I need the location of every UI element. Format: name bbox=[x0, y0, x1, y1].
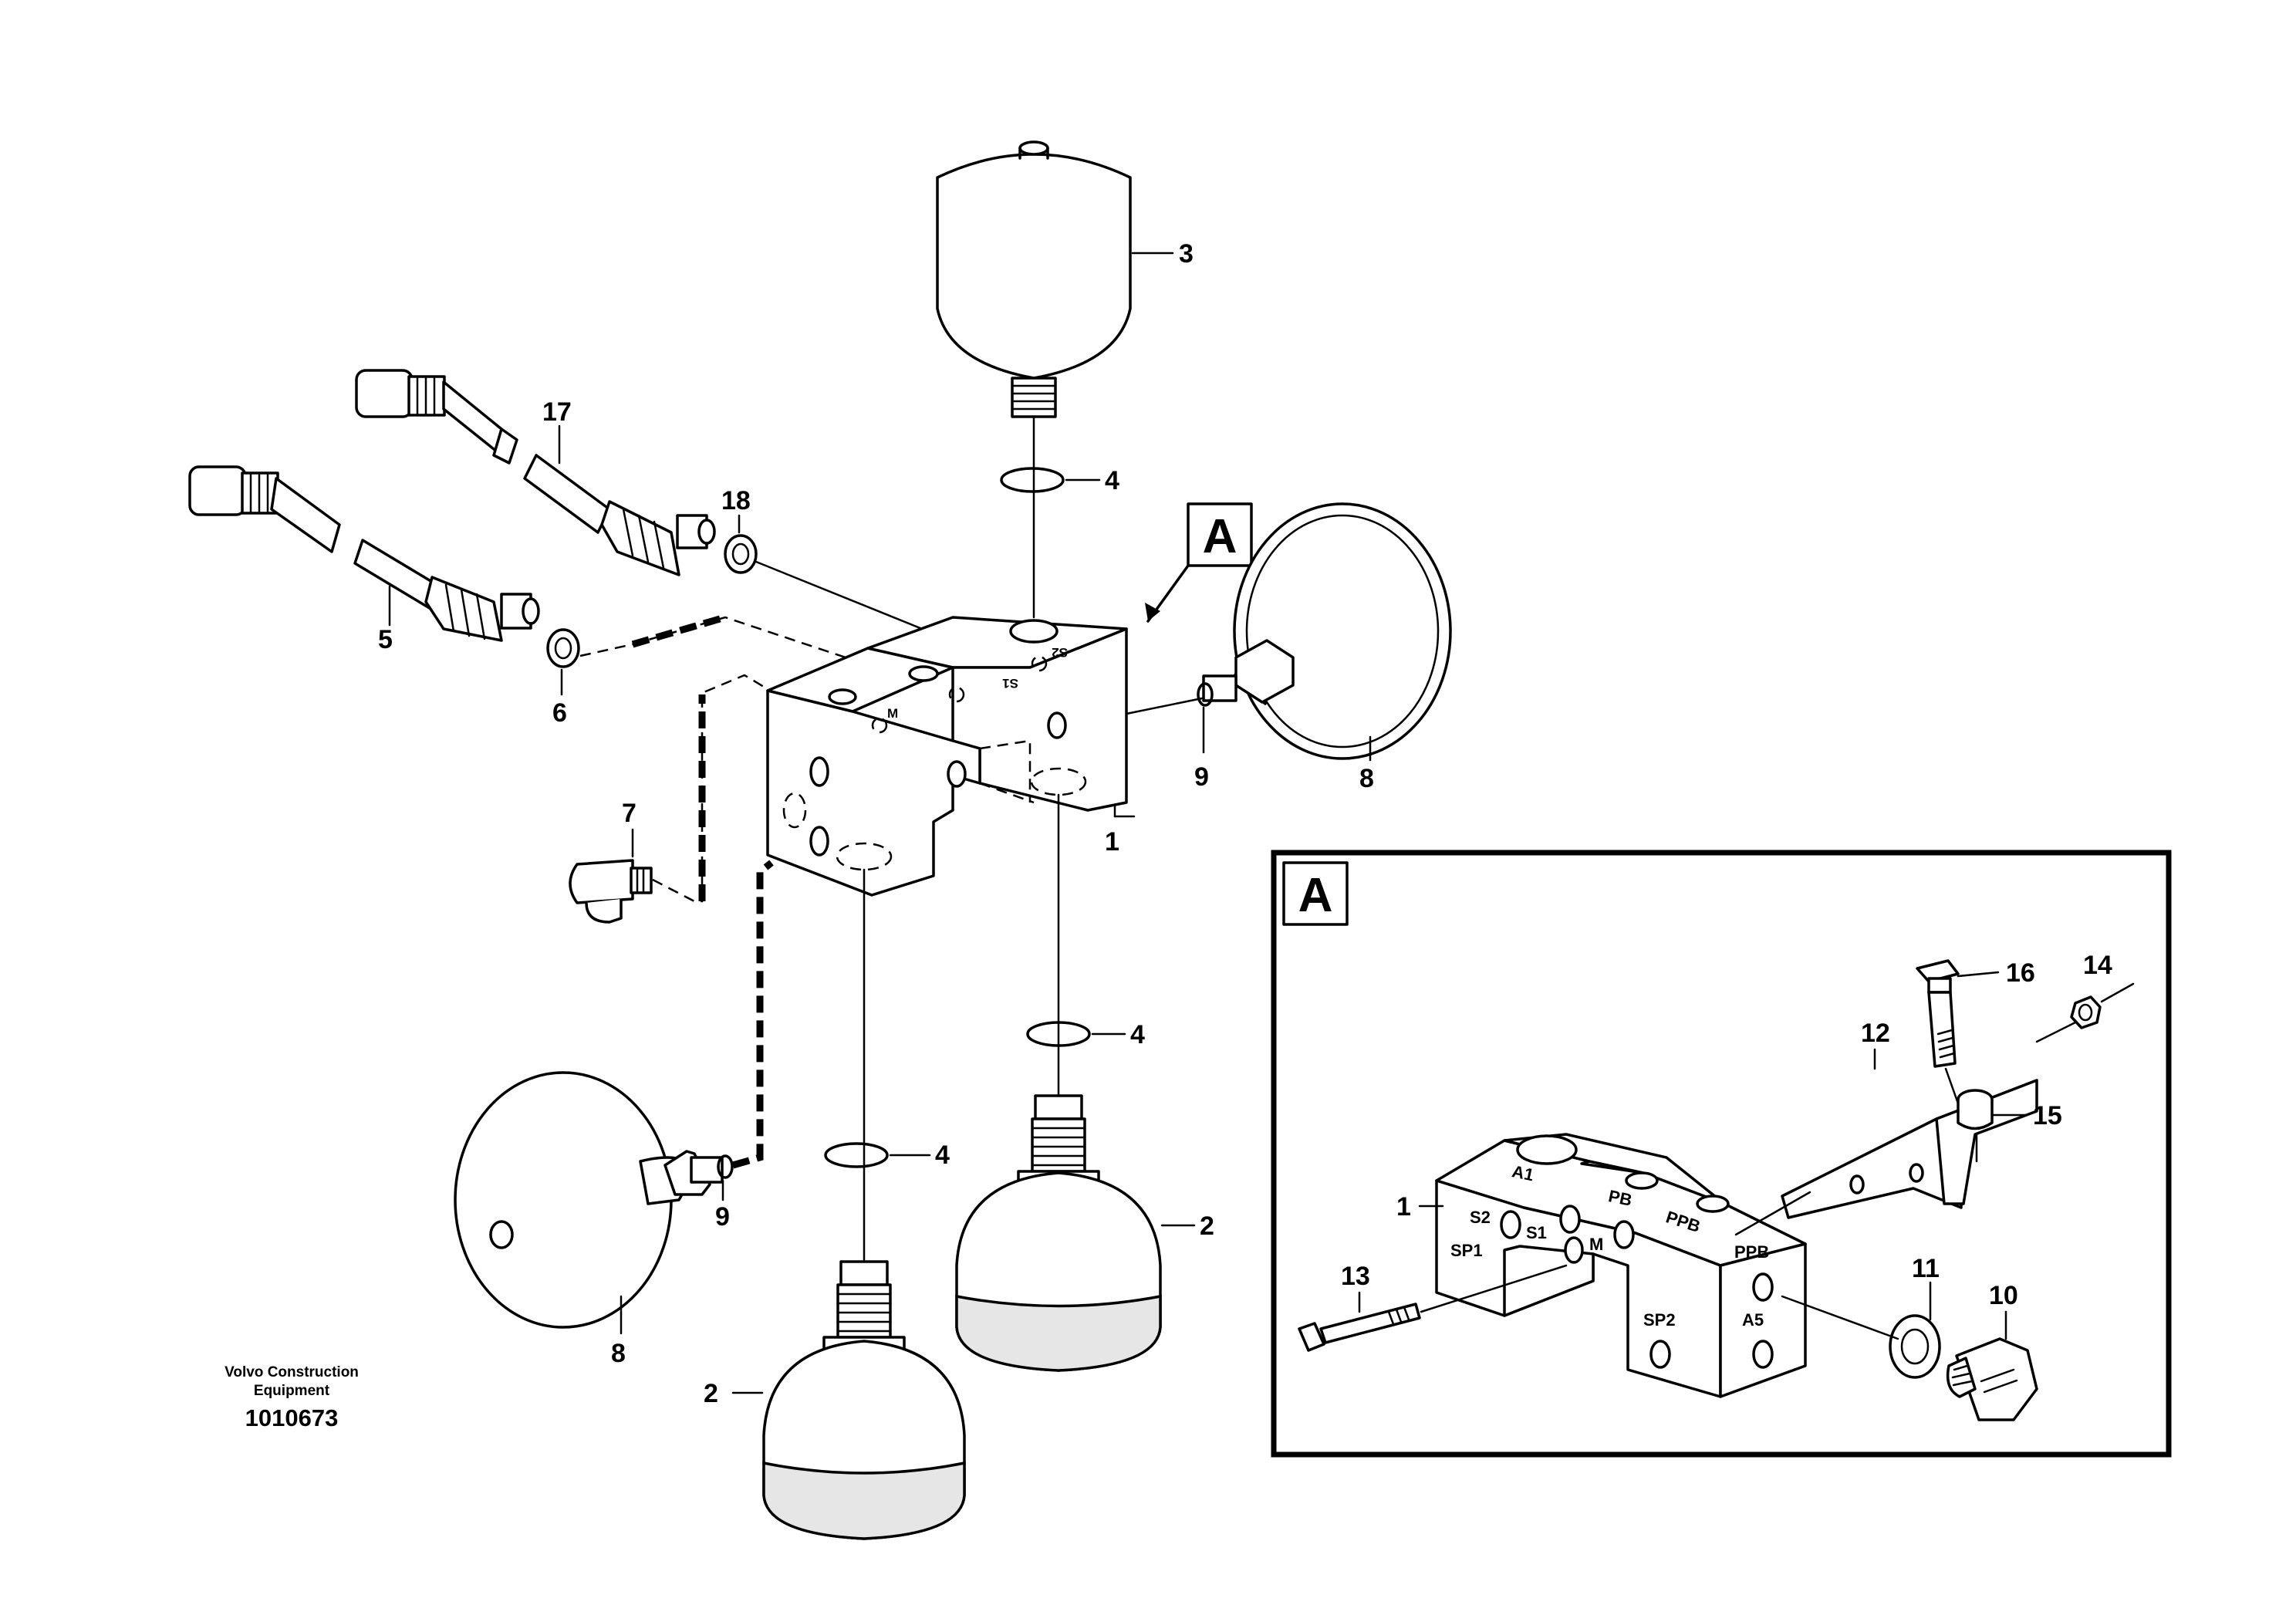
detail-label: A bbox=[1298, 869, 1333, 922]
document-number: 1010673 bbox=[245, 1404, 339, 1431]
gauge-8-right bbox=[1202, 502, 1452, 760]
detail-callout-14: 14 bbox=[2083, 951, 2112, 980]
detail-callout-10: 10 bbox=[1989, 1281, 2018, 1310]
footer-credit: Volvo Construction Equipment 1010673 bbox=[225, 1364, 359, 1431]
detail-callout-16: 16 bbox=[2006, 958, 2035, 988]
callout-17: 17 bbox=[542, 397, 572, 427]
callout-9-left: 9 bbox=[715, 1202, 730, 1232]
detail-washer-11 bbox=[1889, 1314, 1941, 1379]
callout-8-left: 8 bbox=[611, 1339, 626, 1368]
detail-port-a1: A1 bbox=[1511, 1161, 1536, 1184]
detail-port-m: M bbox=[1589, 1235, 1603, 1254]
view-a-marker: A bbox=[1145, 502, 1253, 623]
detail-callout-11: 11 bbox=[1912, 1254, 1940, 1283]
detail-port-sp1: SP1 bbox=[1450, 1241, 1483, 1260]
callout-2-left: 2 bbox=[704, 1379, 718, 1408]
callout-18: 18 bbox=[721, 486, 751, 515]
main-port-s1-label: S1 bbox=[1002, 676, 1018, 691]
credit-line-2: Equipment bbox=[254, 1383, 330, 1399]
detail-port-pb: PB bbox=[1607, 1186, 1634, 1210]
detail-port-s1: S1 bbox=[1526, 1223, 1547, 1242]
washer-6 bbox=[546, 628, 580, 668]
main-callouts: 3 4 17 18 5 6 7 9 8 1 4 4 9 2 8 2 bbox=[378, 239, 1374, 1408]
callout-4-left: 4 bbox=[935, 1140, 950, 1170]
o-ring-4-top bbox=[1000, 467, 1065, 493]
o-ring-4-left bbox=[824, 1142, 889, 1168]
callout-8-right: 8 bbox=[1359, 764, 1374, 793]
detail-port-a5: A5 bbox=[1742, 1310, 1764, 1330]
adapter-7 bbox=[569, 859, 653, 924]
detail-callout-12: 12 bbox=[1861, 1019, 1890, 1048]
gauge-8-left bbox=[454, 1071, 724, 1329]
callout-4-right: 4 bbox=[1130, 1020, 1145, 1049]
callout-6: 6 bbox=[552, 698, 567, 728]
detail-port-sp2: SP2 bbox=[1643, 1310, 1676, 1330]
detail-callouts: 1 16 14 12 15 13 11 10 bbox=[1341, 951, 2112, 1340]
callout-1: 1 bbox=[1105, 827, 1119, 857]
accumulator-3 bbox=[936, 140, 1174, 619]
accumulator-2-left bbox=[762, 1260, 966, 1540]
washer-18 bbox=[724, 534, 758, 574]
hose-5 bbox=[188, 465, 540, 642]
callout-2-right: 2 bbox=[1200, 1211, 1214, 1241]
callout-5: 5 bbox=[378, 625, 393, 654]
main-port-s2-label: S2 bbox=[1052, 645, 1068, 660]
detail-callout-13: 13 bbox=[1341, 1262, 1370, 1291]
svg-text:A: A bbox=[1203, 510, 1237, 563]
callout-4-top: 4 bbox=[1105, 466, 1119, 495]
hose-17 bbox=[355, 369, 716, 576]
detail-view-a: A A1 S2 S1 M PB PPB SP1 PPB SP2 A5 bbox=[1271, 850, 2172, 1458]
callout-9-right: 9 bbox=[1194, 762, 1209, 792]
callout-3: 3 bbox=[1179, 239, 1194, 269]
callout-7: 7 bbox=[622, 799, 636, 828]
detail-port-ppb-side: PPB bbox=[1734, 1242, 1769, 1262]
accumulator-2-right bbox=[955, 1094, 1162, 1372]
washer-9-left bbox=[717, 1154, 734, 1179]
detail-callout-1: 1 bbox=[1396, 1192, 1411, 1222]
detail-port-s2: S2 bbox=[1470, 1208, 1491, 1227]
washer-9-right bbox=[1197, 682, 1214, 707]
detail-callout-15: 15 bbox=[2033, 1101, 2062, 1130]
valve-block-1: M S1 S2 bbox=[766, 616, 1128, 897]
main-port-m-label: M bbox=[887, 706, 898, 721]
credit-line-1: Volvo Construction bbox=[225, 1364, 359, 1380]
